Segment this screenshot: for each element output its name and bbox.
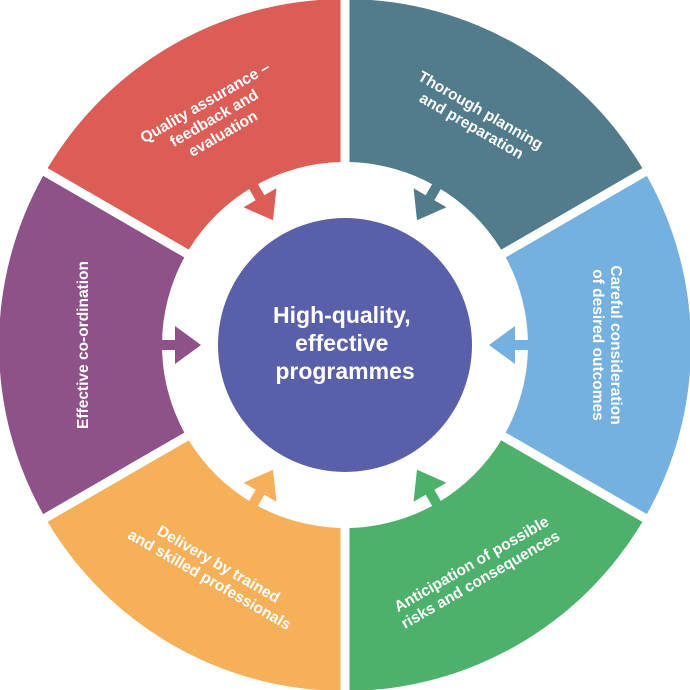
label-outcomes-line-2: of desired outcomes bbox=[589, 269, 606, 421]
label-coordination-line-1: Effective co-ordination bbox=[75, 261, 92, 429]
center-line-1: High-quality, bbox=[273, 302, 411, 328]
center-circle bbox=[218, 218, 472, 472]
center-line-2: effective bbox=[295, 330, 388, 356]
arrow-delivery bbox=[243, 469, 277, 511]
arrows-layer bbox=[157, 179, 533, 511]
arrow-planning bbox=[413, 179, 447, 221]
label-outcomes-line-1: Careful consideration bbox=[607, 265, 624, 424]
center-line-3: programmes bbox=[275, 358, 414, 384]
label-outcomes: Careful considerationof desired outcomes bbox=[589, 265, 624, 424]
center-label: High-quality, effective programmes bbox=[273, 302, 417, 384]
segment-outcomes bbox=[505, 175, 690, 515]
arrow-coordination bbox=[157, 326, 201, 364]
segment-delivery bbox=[47, 440, 341, 690]
arrow-quality bbox=[243, 179, 277, 221]
segment-coordination bbox=[0, 175, 185, 515]
segment-planning bbox=[349, 0, 643, 250]
arrow-outcomes bbox=[489, 326, 533, 364]
label-coordination: Effective co-ordination bbox=[75, 261, 92, 429]
arrow-anticipation bbox=[413, 469, 447, 511]
segment-anticipation bbox=[349, 440, 643, 690]
segment-quality bbox=[47, 0, 341, 250]
